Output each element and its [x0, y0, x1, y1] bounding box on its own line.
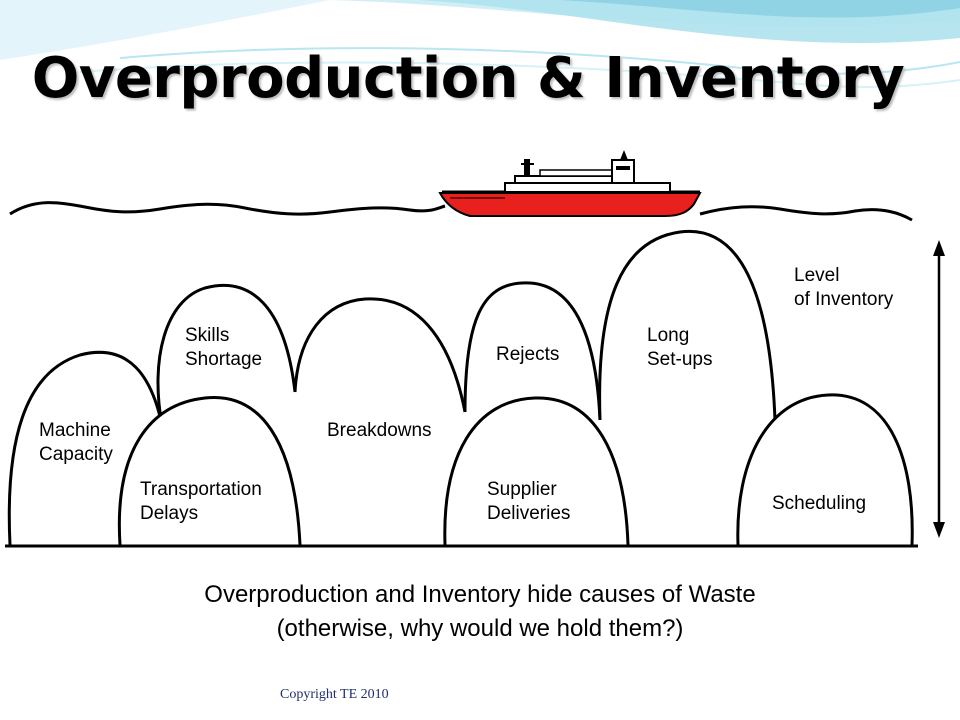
rock-transportation-delays: [117, 396, 302, 546]
page-title: Overproduction & Inventory: [31, 46, 905, 111]
rock-supplier-deliveries: [443, 396, 630, 546]
inventory-level-arrow: [933, 240, 945, 538]
caption-line-1: Overproduction and Inventory hide causes…: [204, 581, 756, 608]
rock-rejects: [463, 281, 602, 421]
label-breakdowns: Breakdowns: [327, 420, 432, 441]
label-supplier-deliveries: Supplier Deliveries: [487, 479, 571, 524]
rock-breakdowns: [293, 297, 467, 413]
label-rejects: Rejects: [496, 344, 560, 365]
label-transportation-delays: Transportation Delays: [140, 479, 262, 524]
label-machine-capacity: Machine Capacity: [39, 420, 113, 465]
rock-long-setups: [598, 229, 777, 421]
header-waves: [0, 0, 960, 88]
rock-skills-shortage: [156, 283, 297, 426]
label-level-of-inventory: Level of Inventory: [794, 265, 894, 310]
label-long-setups: Long Set-ups: [647, 325, 713, 370]
label-scheduling: Scheduling: [772, 493, 867, 514]
copyright-notice: Copyright TE 2010: [280, 687, 389, 702]
label-skills-shortage: Skills Shortage: [185, 325, 263, 370]
rock-machine-capacity: [7, 350, 164, 546]
ship-icon: [438, 150, 702, 217]
water-line: [9, 201, 913, 222]
caption-line-2: (otherwise, why would we hold them?): [276, 615, 684, 642]
rock-scheduling: [736, 393, 914, 546]
